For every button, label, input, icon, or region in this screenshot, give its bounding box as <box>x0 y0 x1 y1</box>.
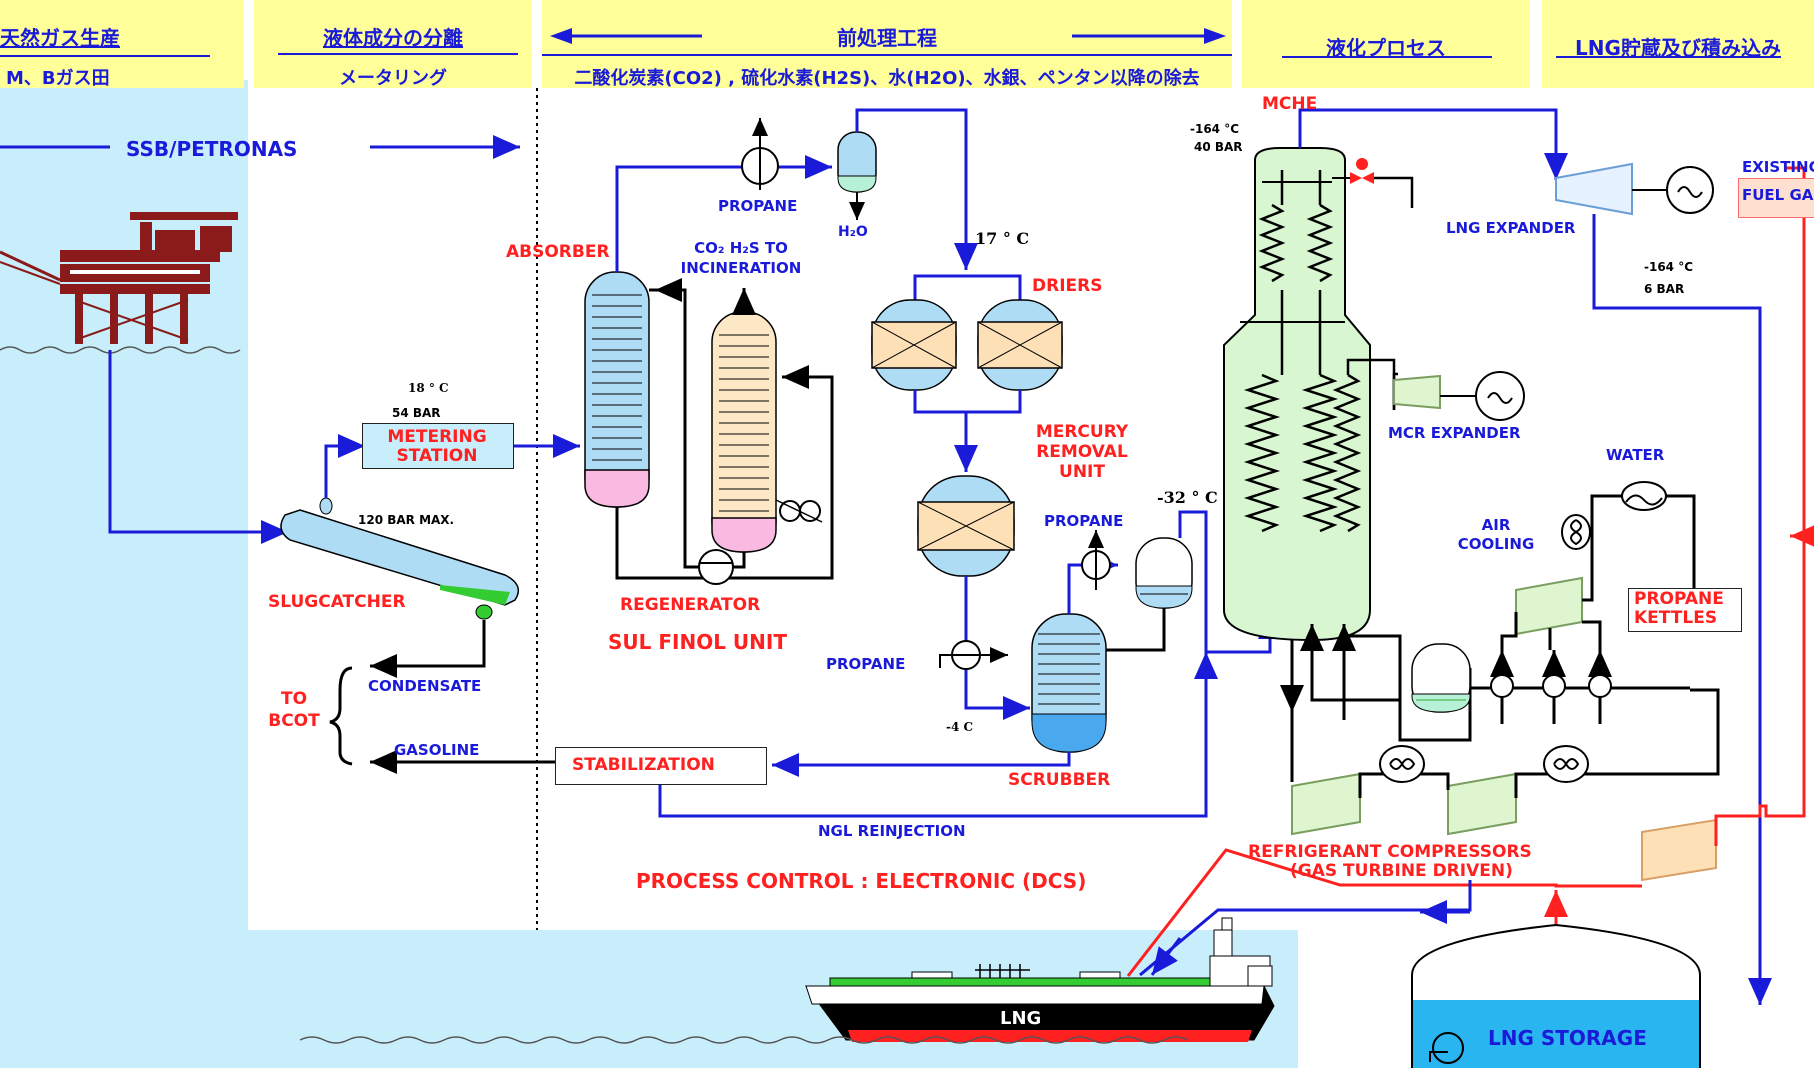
regen-pump-icon <box>699 550 733 584</box>
label-scrubber: SCRUBBER <box>1008 770 1110 790</box>
offshore-platform-icon <box>0 212 238 344</box>
fuel-gas-compressor <box>1642 820 1716 880</box>
condensate-line <box>370 620 484 666</box>
intercooler-fan-1-icon <box>1380 746 1424 782</box>
label-temp-18: 18 ° C <box>408 381 449 395</box>
label-mche: MCHE <box>1262 94 1317 114</box>
label-h2o: H₂O <box>838 224 868 240</box>
label-fuel-gas: FUEL GAS <box>1742 186 1814 204</box>
mercury-removal-vessel <box>918 476 1014 576</box>
mcr-expander-turbine <box>1394 372 1524 420</box>
water-cooler-icon <box>1622 482 1666 510</box>
label-temp-m32: -32 ° C <box>1157 488 1218 507</box>
propane-compressor-discharge <box>1582 496 1694 600</box>
label-air-cooling: AIR COOLING <box>1454 516 1538 554</box>
reflux-return-line <box>1106 608 1164 650</box>
label-lng-expander: LNG EXPANDER <box>1446 219 1576 237</box>
water-separator-drum <box>838 132 876 192</box>
label-temp-m164-b: -164 °C <box>1644 260 1693 274</box>
label-mercury-removal: MERCURY REMOVAL UNIT <box>1032 422 1132 482</box>
drier-outlet-header <box>915 390 1020 412</box>
label-gasoline: GASOLINE <box>394 741 479 759</box>
label-lng-ship: LNG <box>1000 1008 1041 1029</box>
drier-inlet-header <box>915 276 1020 300</box>
drier-vessel-right <box>978 300 1062 390</box>
pipeline-to-slugcatcher <box>110 350 288 532</box>
label-water: WATER <box>1606 446 1664 464</box>
label-bar-6: 6 BAR <box>1644 282 1684 296</box>
label-mcr-expander: MCR EXPANDER <box>1388 424 1521 442</box>
refrigerant-compressor-1 <box>1292 774 1360 834</box>
label-gas-turbine-driven: (GAS TURBINE DRIVEN) <box>1290 861 1513 881</box>
propane-cooler-icon-left <box>940 641 1008 669</box>
lng-loading-arrow <box>1152 938 1180 975</box>
lng-expander-turbine <box>1556 164 1713 214</box>
sea-wave-left <box>0 347 240 353</box>
scrubber-column <box>1032 614 1106 752</box>
slugcatcher-to-metering <box>326 446 365 498</box>
label-ngl-reinjection: NGL REINJECTION <box>818 822 966 840</box>
label-stabilization: STABILIZATION <box>572 755 715 775</box>
compressor-2-discharge <box>1516 690 1718 798</box>
label-propane-top: PROPANE <box>718 197 797 215</box>
mr-separator-drum <box>1412 644 1470 712</box>
propane-chiller-icon <box>742 118 778 190</box>
label-absorber: ABSORBER <box>506 242 610 262</box>
propane-compressor-suction <box>1502 612 1516 650</box>
mercury-to-scrubber <box>966 576 1030 708</box>
reboiler-exchanger-icon <box>776 500 822 522</box>
propane-kettle-valve-1-icon <box>1491 650 1513 724</box>
absorber-column <box>585 272 649 507</box>
refrigerant-compressor-2 <box>1448 774 1516 834</box>
label-condensate: CONDENSATE <box>368 677 481 695</box>
mr-return-line <box>1344 636 1400 700</box>
label-sul-finol-unit: SUL FINOL UNIT <box>608 630 787 654</box>
label-co2-h2s: CO₂ H₂S TO INCINERATION <box>676 238 806 278</box>
to-bcot-brace <box>330 668 352 764</box>
regenerator-column <box>712 312 776 552</box>
propane-kettle-valve-3-icon <box>1589 650 1611 724</box>
label-bar-120: 120 BAR MAX. <box>358 513 454 527</box>
label-propane-left: PROPANE <box>826 655 905 673</box>
propane-compressor <box>1516 578 1582 634</box>
label-existing: EXISTING <box>1742 158 1814 176</box>
separator-to-driers <box>857 110 966 270</box>
reflux-drum <box>1136 538 1192 608</box>
propane-kettle-valve-2-icon <box>1543 650 1565 724</box>
label-lng-storage: LNG STORAGE <box>1488 1026 1647 1050</box>
propane-cooler-icon-right <box>1082 530 1110 590</box>
scrubber-to-stabilization <box>772 752 1069 765</box>
label-metering-station: METERING STATION <box>370 428 504 466</box>
air-cooler-fan-icon <box>1562 515 1590 549</box>
drier-vessel-left <box>872 300 956 390</box>
propane-compressor-to-chiller-2 <box>1582 622 1600 650</box>
label-process-control: PROCESS CONTROL : ELECTRONIC (DCS) <box>636 869 1086 893</box>
intercooler-fan-2-icon <box>1544 746 1588 782</box>
label-regenerator: REGENERATOR <box>620 595 760 615</box>
label-to-bcot: TO BCOT <box>264 688 324 732</box>
label-temp-m164-a: -164 °C <box>1190 122 1239 136</box>
label-temp-m4: -4 C <box>946 720 973 734</box>
label-propane-mid: PROPANE <box>1044 512 1123 530</box>
label-ssb-petronas: SSB/PETRONAS <box>126 137 297 161</box>
label-driers: DRIERS <box>1032 276 1102 296</box>
label-temp-17: 17 ° C <box>975 229 1029 248</box>
label-bar-54: 54 BAR <box>392 406 441 420</box>
label-slugcatcher: SLUGCATCHER <box>268 592 406 612</box>
label-bar-40: 40 BAR <box>1194 140 1243 154</box>
label-refrigerant-compressors: REFRIGERANT COMPRESSORS <box>1248 842 1532 862</box>
label-propane-kettles: PROPANE KETTLES <box>1634 590 1738 628</box>
ngl-reinjection-line <box>660 652 1206 816</box>
